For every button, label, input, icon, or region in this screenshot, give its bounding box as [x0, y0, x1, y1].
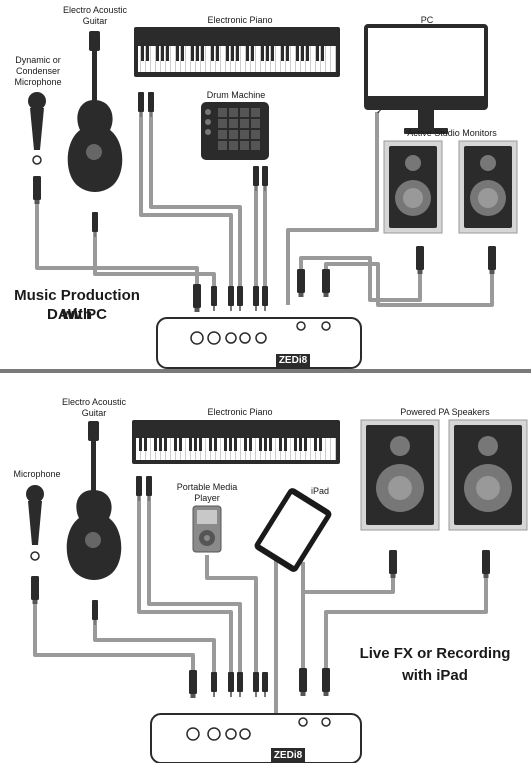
cable-guitar-top [93, 232, 216, 292]
label-piano-bottom: Electronic Piano [207, 407, 273, 417]
guitar-bottom-icon [66, 421, 122, 580]
label-microphone-top: Dynamic or Condenser Microphone [14, 55, 62, 87]
mixer-bottom [150, 713, 362, 763]
ipad-icon [254, 488, 332, 572]
top-title-line1: Music Production with [14, 287, 140, 323]
bottom-title-line2: with iPad [402, 667, 468, 684]
usb-icon-pc: ⭍ [376, 104, 384, 114]
media-player-icon [192, 505, 222, 553]
panel-divider [0, 369, 531, 373]
label-media-player: Portable Media Player [176, 482, 238, 503]
studio-monitor-right-icon [458, 140, 518, 234]
cable-piano-right-bottom [147, 496, 242, 672]
cable-piano-right-top [149, 112, 242, 292]
label-microphone-bottom: Microphone [13, 469, 61, 479]
top-panel: ⭍ [28, 24, 518, 369]
cable-piano-left-top [139, 112, 233, 292]
studio-monitor-left-icon [383, 140, 443, 234]
mixer-brand-top: ZEDi8 [278, 355, 308, 366]
bottom-cables [33, 496, 488, 728]
cable-pc-usb-top [286, 112, 379, 305]
label-pc: PC [420, 15, 434, 25]
label-guitar-bottom: Electro Acoustic Guitar [61, 397, 127, 418]
cable-media-bottom [205, 555, 258, 672]
label-monitors: Active Studio Monitors [407, 128, 497, 138]
label-drum-machine: Drum Machine [206, 90, 266, 100]
cable-monitor-left-top [299, 256, 422, 302]
cable-mic-bottom [33, 596, 195, 672]
cable-pa-left-bottom [301, 570, 395, 672]
mixer-brand-bottom: ZEDi8 [273, 750, 303, 761]
cable-guitar-bottom [93, 620, 216, 672]
piano-bottom-icon [132, 420, 340, 464]
microphone-bottom-icon [26, 485, 44, 561]
pc-monitor-icon [364, 24, 488, 134]
piano-top-icon [134, 27, 340, 77]
label-piano-top: Electronic Piano [207, 15, 273, 25]
label-ipad: iPad [310, 486, 329, 496]
mixer-top [156, 317, 362, 369]
label-speakers: Powered PA Speakers [400, 407, 490, 417]
cable-monitor-right-top [324, 262, 494, 307]
pa-speaker-right-icon [448, 419, 528, 531]
top-title-line2: DAW PC [47, 306, 107, 323]
pa-speaker-left-icon [360, 419, 440, 531]
cable-pa-right-bottom [324, 570, 488, 672]
guitar-top-icon [67, 31, 123, 192]
cable-mic-top [35, 178, 199, 292]
drum-machine-icon [201, 102, 269, 160]
bottom-title-line1: Live FX or Recording [359, 645, 511, 662]
microphone-top-icon [28, 92, 46, 165]
cable-piano-left-bottom [137, 496, 233, 672]
label-guitar-top: Electro Acoustic Guitar [62, 5, 128, 26]
bottom-panel [26, 419, 528, 763]
